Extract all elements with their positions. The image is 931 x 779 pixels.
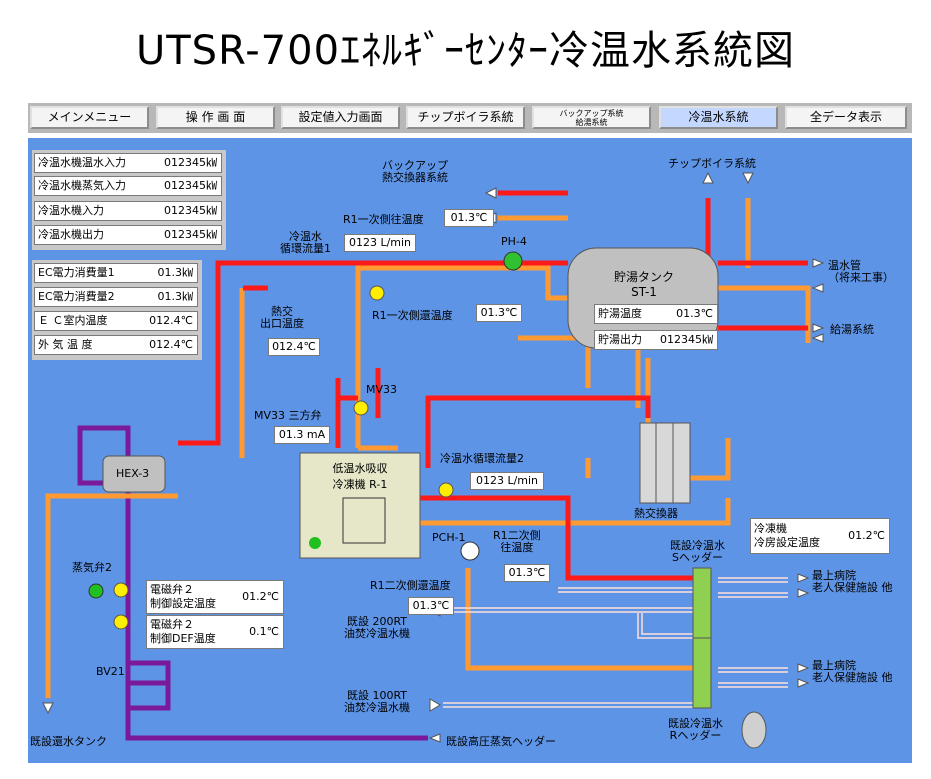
- nav-backup-supply[interactable]: バックアップ系統 給湯系統: [532, 106, 651, 129]
- ph4-label: PH-4: [501, 235, 527, 248]
- r1-primary-ret-value: 01.3℃: [476, 304, 522, 322]
- r1-primary-out-value: 01.3℃: [444, 209, 494, 227]
- steam-header-label: 既設高圧蒸気ヘッダー: [446, 735, 556, 748]
- pch1-label: PCH-1: [432, 531, 466, 544]
- steam-valve-label: 蒸気弁2: [72, 561, 112, 574]
- pump-ph4: [503, 251, 523, 271]
- flow2-label: 冷温水循環流量2: [440, 452, 524, 465]
- nav-chip-boiler[interactable]: チップボイラ系統: [406, 106, 525, 129]
- mv33-value: 01.3 mA: [274, 426, 330, 444]
- nav-all-data[interactable]: 全データ表示: [785, 106, 907, 129]
- nav-main-menu[interactable]: メインメニュー: [30, 106, 149, 129]
- r1-secondary-out-label: R1二次側 往温度: [493, 529, 541, 554]
- chiller-status-lamp: [309, 537, 321, 549]
- chiller-label: 低温水吸収 冷凍機 R-1: [332, 462, 388, 491]
- hx-outlet-value: 012.4℃: [268, 338, 320, 356]
- mv33-label: MV33: [366, 383, 398, 396]
- mv33-valve-label: MV33 三方弁: [254, 409, 322, 422]
- hex3-label: HEX-3: [116, 467, 150, 480]
- supply-system-label: 給湯系統: [830, 323, 874, 336]
- bv21-label: BV21: [96, 665, 125, 678]
- flow1-label: 冷温水 循環流量1: [280, 230, 331, 255]
- chip-boiler-label: チップボイラ系統: [668, 157, 756, 170]
- rt100-label: 既設 100RT 油焚冷温水機: [344, 689, 410, 714]
- hot-water-pipe-label: 温水管 （将来工事）: [828, 259, 894, 284]
- heat-exchanger-label: 熱交換器: [634, 507, 678, 520]
- r1-secondary-ret-label: R1二次側還温度: [370, 579, 451, 592]
- page-title: UTSR-700ｴﾈﾙｷﾞｰｾﾝﾀｰ冷温水系統図: [135, 28, 796, 74]
- steam-pipes: [77, 425, 428, 741]
- r1-primary-out-label: R1一次側往温度: [343, 213, 424, 226]
- valves: [113, 285, 454, 630]
- heat-exchanger-body: [639, 422, 691, 504]
- tank-label: 貯湯タンク ST-1: [613, 270, 674, 299]
- return-tank-icon: [741, 711, 767, 749]
- pipe-network: [42, 171, 825, 749]
- r1-secondary-ret-value: 01.3℃: [408, 597, 454, 615]
- nav-setpoint-input[interactable]: 設定値入力画面: [281, 106, 400, 129]
- rt200-label: 既設 200RT 油焚冷温水機: [344, 615, 410, 640]
- backup-hx-label: バックアップ 熱交換器系統: [382, 159, 448, 184]
- flow2-value: 0123 L/min: [470, 472, 544, 490]
- hospital2-label: 最上病院 老人保健施設 他: [812, 659, 893, 684]
- nav-operation[interactable]: 操 作 画 面: [156, 106, 275, 129]
- s-header-body: [692, 567, 712, 639]
- r-header-body: [692, 637, 712, 709]
- hx-outlet-label: 熱交 出口温度: [260, 305, 304, 330]
- s-header-label: 既設冷温水 Sヘッダー: [670, 539, 725, 564]
- return-tank-label: 既設還水タンク: [30, 735, 107, 748]
- hot-pipes: [178, 190, 808, 581]
- r1-secondary-out-value: 01.3℃: [504, 564, 550, 582]
- nav-chilled-water[interactable]: 冷温水系統: [659, 106, 778, 129]
- flow1-value: 0123 L/min: [344, 234, 416, 252]
- hospital1-label: 最上病院 老人保健施設 他: [812, 569, 893, 594]
- pump-pch1: [460, 541, 480, 561]
- steam-valve-lamp: [88, 583, 104, 599]
- hex3-body: [102, 455, 166, 493]
- existing-pipes: [443, 577, 788, 708]
- nav-bar: メインメニュー 操 作 画 面 設定値入力画面 チップボイラ系統 バックアップ系…: [28, 103, 912, 133]
- r-header-label: 既設冷温水 Rヘッダー: [668, 717, 723, 742]
- r1-primary-ret-label: R1一次側還温度: [372, 309, 453, 322]
